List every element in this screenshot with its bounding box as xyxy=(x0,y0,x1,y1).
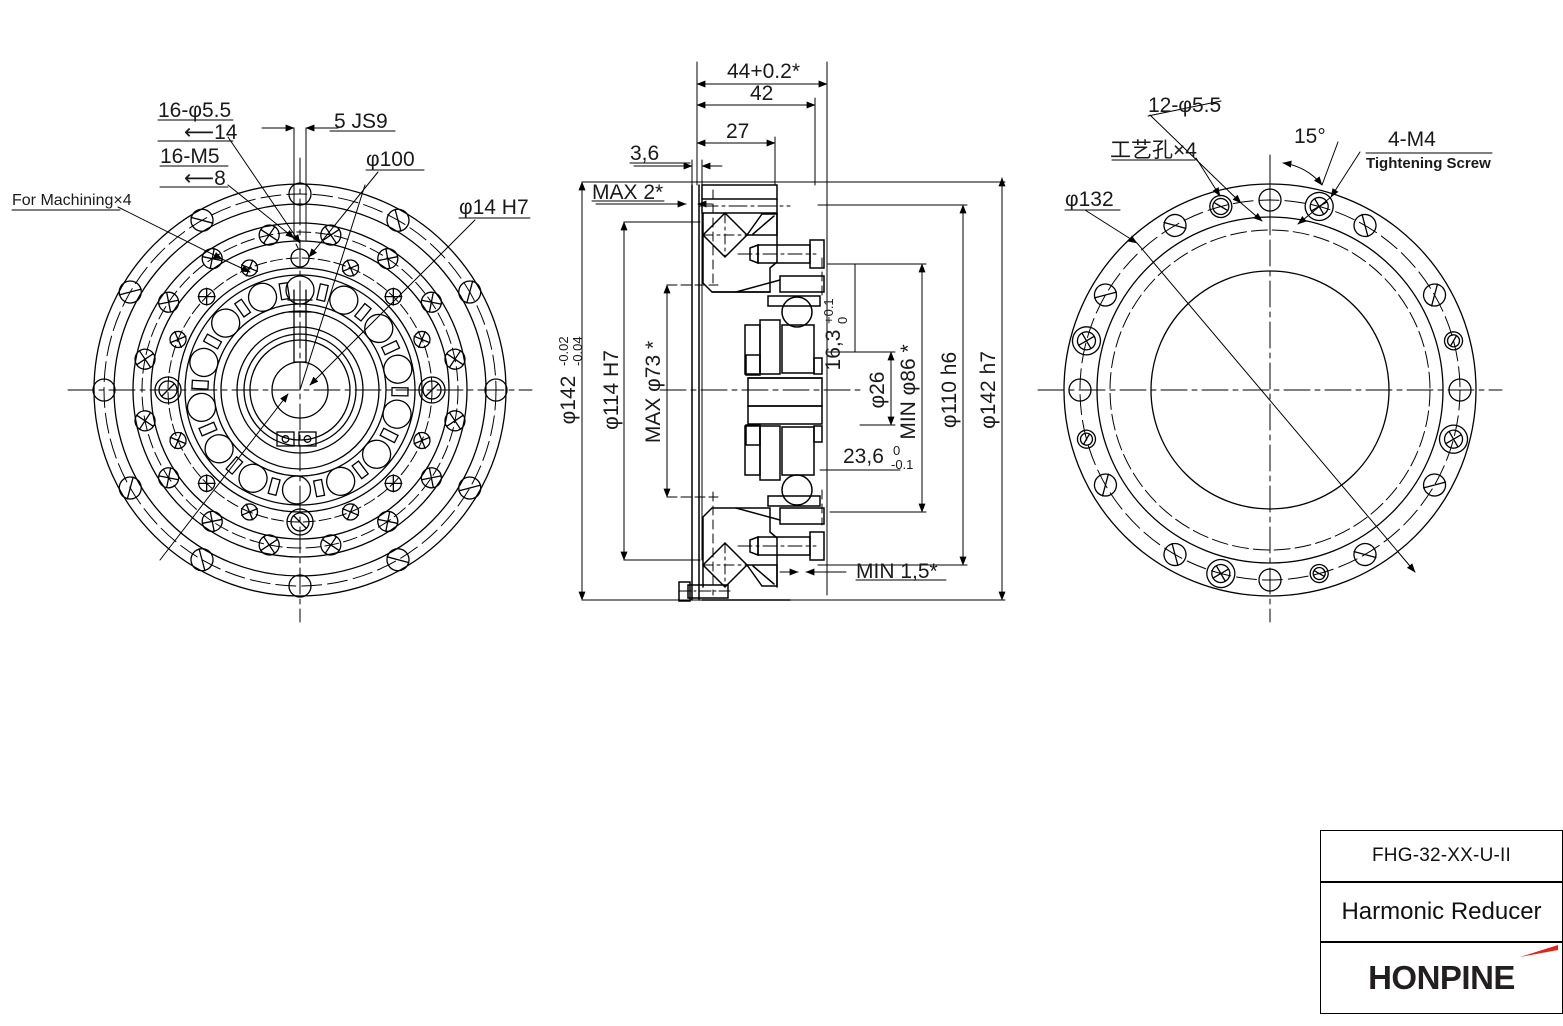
dim-42: 42 xyxy=(750,82,773,105)
dim-phi142-lower-tol: -0.04 xyxy=(570,336,585,366)
dim-phi110-h6: φ110 h6 xyxy=(938,352,961,428)
dim-max-phi73: MAX φ73 * xyxy=(642,341,665,443)
bearing-inner-race-2 xyxy=(220,310,380,470)
hub-tapped-pads xyxy=(276,431,317,447)
dim-16.3-group: 16,3 +0.1 0 xyxy=(821,298,850,370)
label-tightening-screw: Tightening Screw xyxy=(1366,155,1491,172)
bearing-outer-race xyxy=(177,267,423,513)
left-leader-lines xyxy=(11,119,531,561)
dim-phi142-tol-group: φ142 -0.02 -0.04 xyxy=(556,336,585,424)
dim-16.3-lower-tol: 0 xyxy=(835,317,850,324)
annotation-text-layer: 16-φ5.5 ⟵14 16-M5 ⟵8 For Machining×4 5 J… xyxy=(12,60,1491,583)
dim-23.6-lower-tol: -0.1 xyxy=(891,457,913,472)
middle-cross-section-view xyxy=(578,61,1006,602)
dim-23.6-upper-tol: 0 xyxy=(893,443,900,458)
hub-circle-outer xyxy=(236,326,364,454)
section-core xyxy=(747,377,823,425)
label-process-holes: 工艺孔×4 xyxy=(1110,139,1197,162)
title-block-product-cell: Harmonic Reducer xyxy=(1320,882,1563,942)
honpine-logo-text: HONPINE xyxy=(1368,959,1515,996)
dim-phi142: φ142 xyxy=(557,376,580,425)
dim-phi142-upper-tol: -0.02 xyxy=(556,336,571,366)
label-16-m5: 16-M5 xyxy=(160,145,220,168)
title-block-code: FHG-32-XX-U-II xyxy=(1372,845,1511,866)
label-for-machining: For Machining×4 xyxy=(12,192,132,209)
dim-3.6: 3,6 xyxy=(630,142,659,165)
label-4-m4: 4-M4 xyxy=(1388,128,1436,151)
dim-16.3-upper-tol: +0.1 xyxy=(821,298,836,324)
dim-min-phi86: MIN φ86 * xyxy=(897,344,920,439)
title-block-code-cell: FHG-32-XX-U-II xyxy=(1320,830,1563,882)
dim-44: 44+0.2* xyxy=(727,60,800,83)
right-circular-view xyxy=(1037,100,1503,623)
label-15-degree: 15° xyxy=(1294,125,1326,148)
label-16-m5-depth: ⟵8 xyxy=(184,167,226,190)
mid-hole-group xyxy=(134,224,466,556)
bolt-circle-outer xyxy=(103,193,497,587)
flange-circle xyxy=(113,203,487,577)
label-5-js9: 5 JS9 xyxy=(334,110,388,133)
section-lower-assembly xyxy=(678,424,825,602)
dim-phi142-h7: φ142 h7 xyxy=(977,351,1000,429)
title-block-product: Harmonic Reducer xyxy=(1341,898,1542,925)
label-phi132: φ132 xyxy=(1065,188,1114,211)
dim-16.3: 16,3 xyxy=(822,330,845,371)
dim-max-2: MAX 2* xyxy=(592,181,663,204)
bolt-circle-mid xyxy=(141,231,459,549)
honpine-logo-swoosh-icon xyxy=(1520,945,1558,957)
right-bolt-circle-inner xyxy=(1109,229,1431,551)
dim-27: 27 xyxy=(726,120,749,143)
outer-hole-group xyxy=(92,182,508,598)
outer-diameter-circle xyxy=(93,183,507,597)
inner-body-circle xyxy=(132,222,468,558)
dim-phi114-h7: φ114 H7 xyxy=(600,350,623,430)
dim-23.6-group: 23,6 0 -0.1 xyxy=(843,443,913,472)
section-right-dimensions xyxy=(779,177,1006,601)
right-bore-circle xyxy=(1150,270,1390,510)
label-phi14-h7: φ14 H7 xyxy=(459,196,529,219)
right-leader-lines xyxy=(1064,100,1493,573)
dim-23.6: 23,6 xyxy=(843,445,884,468)
bearing-ball-group xyxy=(186,275,413,505)
dim-min-1.5: MIN 1,5* xyxy=(856,560,938,583)
label-phi100: φ100 xyxy=(366,148,415,171)
hub-circle-inner xyxy=(249,339,351,441)
right-centerline xyxy=(1037,157,1503,623)
label-12-phi5.5: 12-φ5.5 xyxy=(1148,94,1221,117)
label-16-phi5.5: 16-φ5.5 xyxy=(158,99,231,122)
section-top-dimensions xyxy=(591,61,828,596)
left-circular-view xyxy=(11,119,533,623)
section-left-dimensions xyxy=(578,181,1006,601)
right-outer-hole-group xyxy=(1068,188,1472,592)
bearing-outer-race-2 xyxy=(184,274,416,506)
dim-phi26: φ26 xyxy=(866,372,889,409)
right-screw-hole-group xyxy=(1071,191,1469,589)
section-upper-assembly xyxy=(699,184,825,376)
title-block-logo-cell: HONPINE xyxy=(1320,942,1563,1014)
keyway-slot xyxy=(287,289,313,363)
label-16-phi5.5-depth: ⟵14 xyxy=(184,121,238,144)
